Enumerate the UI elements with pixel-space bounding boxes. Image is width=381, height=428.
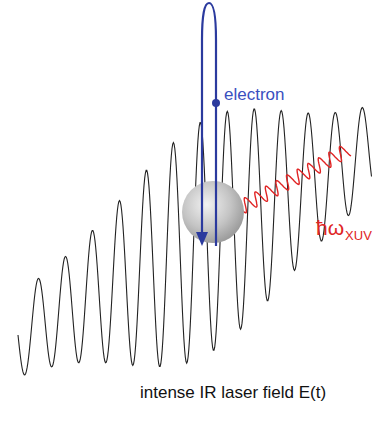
subscript-label: XUV xyxy=(345,229,372,243)
ir-laser-field xyxy=(18,108,372,375)
arrowhead xyxy=(196,232,208,246)
electron-dot xyxy=(212,99,220,107)
xuv-photon-wave xyxy=(240,147,351,213)
particle-label: electron xyxy=(224,86,284,105)
photon-energy-label: ħω xyxy=(316,216,344,239)
atom-sphere xyxy=(182,181,244,243)
field-label: intense IR laser field E(t) xyxy=(140,384,326,403)
electron-trajectory xyxy=(202,3,216,246)
